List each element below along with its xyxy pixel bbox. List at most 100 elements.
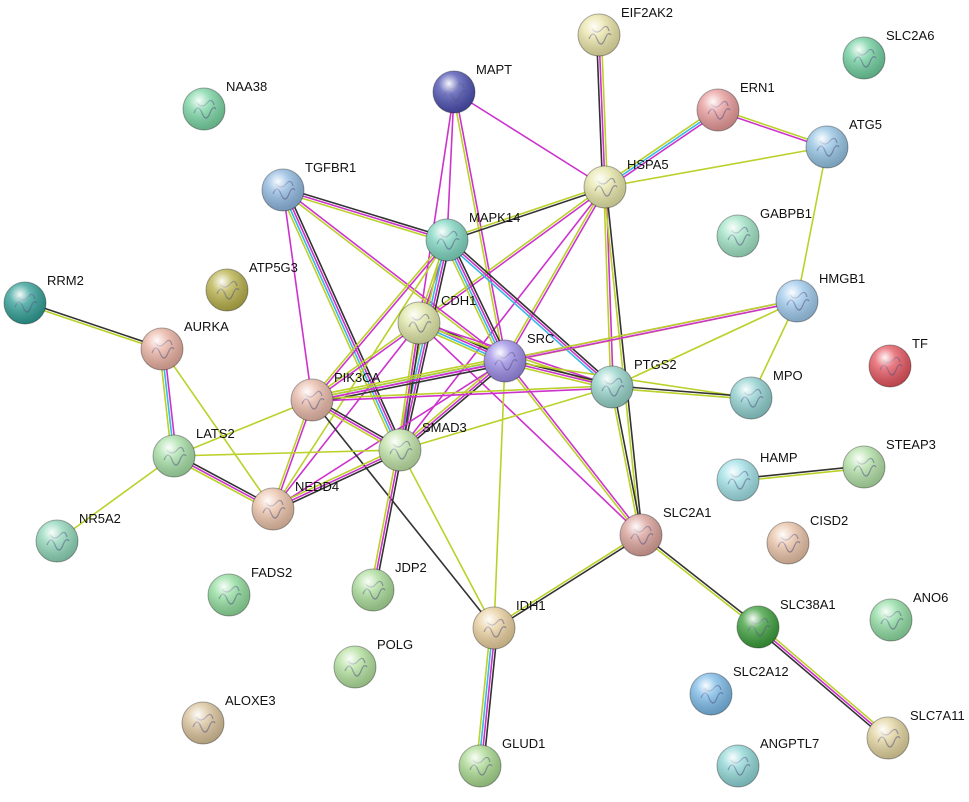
node-rrm2[interactable]: RRM2 [3,273,84,325]
edge-evidence-line [278,191,398,452]
node-slc2a1[interactable]: SLC2A1 [619,505,711,557]
node-slc2a12[interactable]: SLC2A12 [689,664,789,716]
edge-eif2ak2-hspa5 [595,34,609,188]
node-gloss [141,328,183,370]
node-label: AURKA [184,319,229,334]
edge-mapt-mapk14 [446,91,455,241]
node-hspa5[interactable]: HSPA5 [583,157,669,209]
edge-evidence-line [492,533,641,628]
node-label: ERN1 [740,80,775,95]
node-slc2a6[interactable]: SLC2A6 [842,28,934,80]
node-ern1[interactable]: ERN1 [696,80,775,132]
node-label: SLC2A1 [663,505,711,520]
node-mpo[interactable]: MPO [729,368,803,420]
node-gloss [291,379,333,421]
node-aloxe3[interactable]: ALOXE3 [181,693,276,745]
node-gloss [208,574,250,616]
node-label: EIF2AK2 [621,5,673,20]
node-cdh1[interactable]: CDH1 [397,293,476,345]
node-label: PIK3CA [334,370,381,385]
node-label: RRM2 [47,273,84,288]
edge-evidence-line [271,447,400,508]
edge-evidence-line [453,91,606,188]
edge-evidence-line [24,303,162,351]
edge-ern1-hspa5 [603,107,720,190]
node-nedd4[interactable]: NEDD4 [251,479,339,531]
edge-evidence-line [604,109,719,188]
node-gloss [36,520,78,562]
node-aurka[interactable]: AURKA [140,319,229,371]
node-fads2[interactable]: FADS2 [207,565,292,617]
node-cisd2[interactable]: CISD2 [766,513,848,565]
node-label: ALOXE3 [225,693,276,708]
node-angptl7[interactable]: ANGPTL7 [716,736,819,788]
node-polg[interactable]: POLG [333,637,413,689]
edge-evidence-line [759,624,891,737]
node-gabpb1[interactable]: GABPB1 [716,206,812,258]
node-jdp2[interactable]: JDP2 [351,560,427,612]
edge-evidence-line [310,321,419,400]
node-tgfbr1[interactable]: TGFBR1 [261,160,356,212]
edge-tgfbr1-src [281,188,507,363]
edge-smad3-jdp2 [369,449,404,591]
node-label: SLC2A6 [886,28,934,43]
edge-evidence-line [418,322,642,536]
edge-evidence-line [399,449,495,629]
edge-evidence-line [446,91,455,241]
node-src[interactable]: SRC [483,331,554,383]
node-label: NAA38 [226,79,267,94]
node-gloss [484,340,526,382]
node-smad3[interactable]: SMAD3 [378,420,467,472]
node-tf[interactable]: TF [868,336,928,388]
node-slc38a1[interactable]: SLC38A1 [736,597,836,649]
node-atp5g3[interactable]: ATP5G3 [205,260,298,312]
edge-evidence-line [399,322,420,451]
edge-evidence-line [447,239,507,361]
edge-evidence-line [604,146,828,188]
edge-evidence-line [399,360,506,451]
node-ano6[interactable]: ANO6 [869,590,948,642]
node-hamp[interactable]: HAMP [716,450,798,502]
node-glud1[interactable]: GLUD1 [458,736,545,788]
node-gloss [352,569,394,611]
edge-evidence-line [311,356,505,398]
edge-evidence-line [272,449,401,510]
edge-evidence-line [161,348,274,510]
edge-evidence-line [419,187,607,325]
edge-evidence-line [611,387,751,400]
node-mapk14[interactable]: MAPK14 [425,210,520,262]
node-eif2ak2[interactable]: EIF2AK2 [577,5,673,57]
node-gloss [252,488,294,530]
node-gloss [578,14,620,56]
node-gloss [690,673,732,715]
edge-smad3-lats2 [173,449,401,457]
edge-evidence-line [396,322,418,450]
edge-evidence-line [417,185,605,323]
node-atg5[interactable]: ATG5 [805,117,882,169]
node-mapt[interactable]: MAPT [432,62,512,114]
node-gloss [776,280,818,322]
edge-evidence-line [449,238,509,360]
node-ptgs2[interactable]: PTGS2 [590,357,677,409]
node-nr5a2[interactable]: NR5A2 [35,511,121,563]
edge-evidence-line [282,191,447,244]
edge-evidence-line [312,323,421,402]
node-hmgb1[interactable]: HMGB1 [775,271,865,323]
edge-evidence-line [311,299,797,400]
node-idh1[interactable]: IDH1 [472,598,546,650]
edge-evidence-line [25,301,163,349]
edge-evidence-line [372,449,401,591]
node-slc7a11[interactable]: SLC7A11 [866,708,965,760]
edge-cdh1-smad3 [396,322,423,451]
node-gloss [182,702,224,744]
edge-cdh1-slc2a1 [418,322,642,536]
node-lats2[interactable]: LATS2 [152,426,235,478]
edge-evidence-line [282,189,313,401]
node-steap3[interactable]: STEAP3 [842,437,936,489]
node-gloss [591,366,633,408]
edge-evidence-line [446,239,613,388]
node-naa38[interactable]: NAA38 [182,79,267,131]
node-pik3ca[interactable]: PIK3CA [290,370,381,422]
node-label: TF [912,336,928,351]
edge-evidence-line [395,239,445,450]
